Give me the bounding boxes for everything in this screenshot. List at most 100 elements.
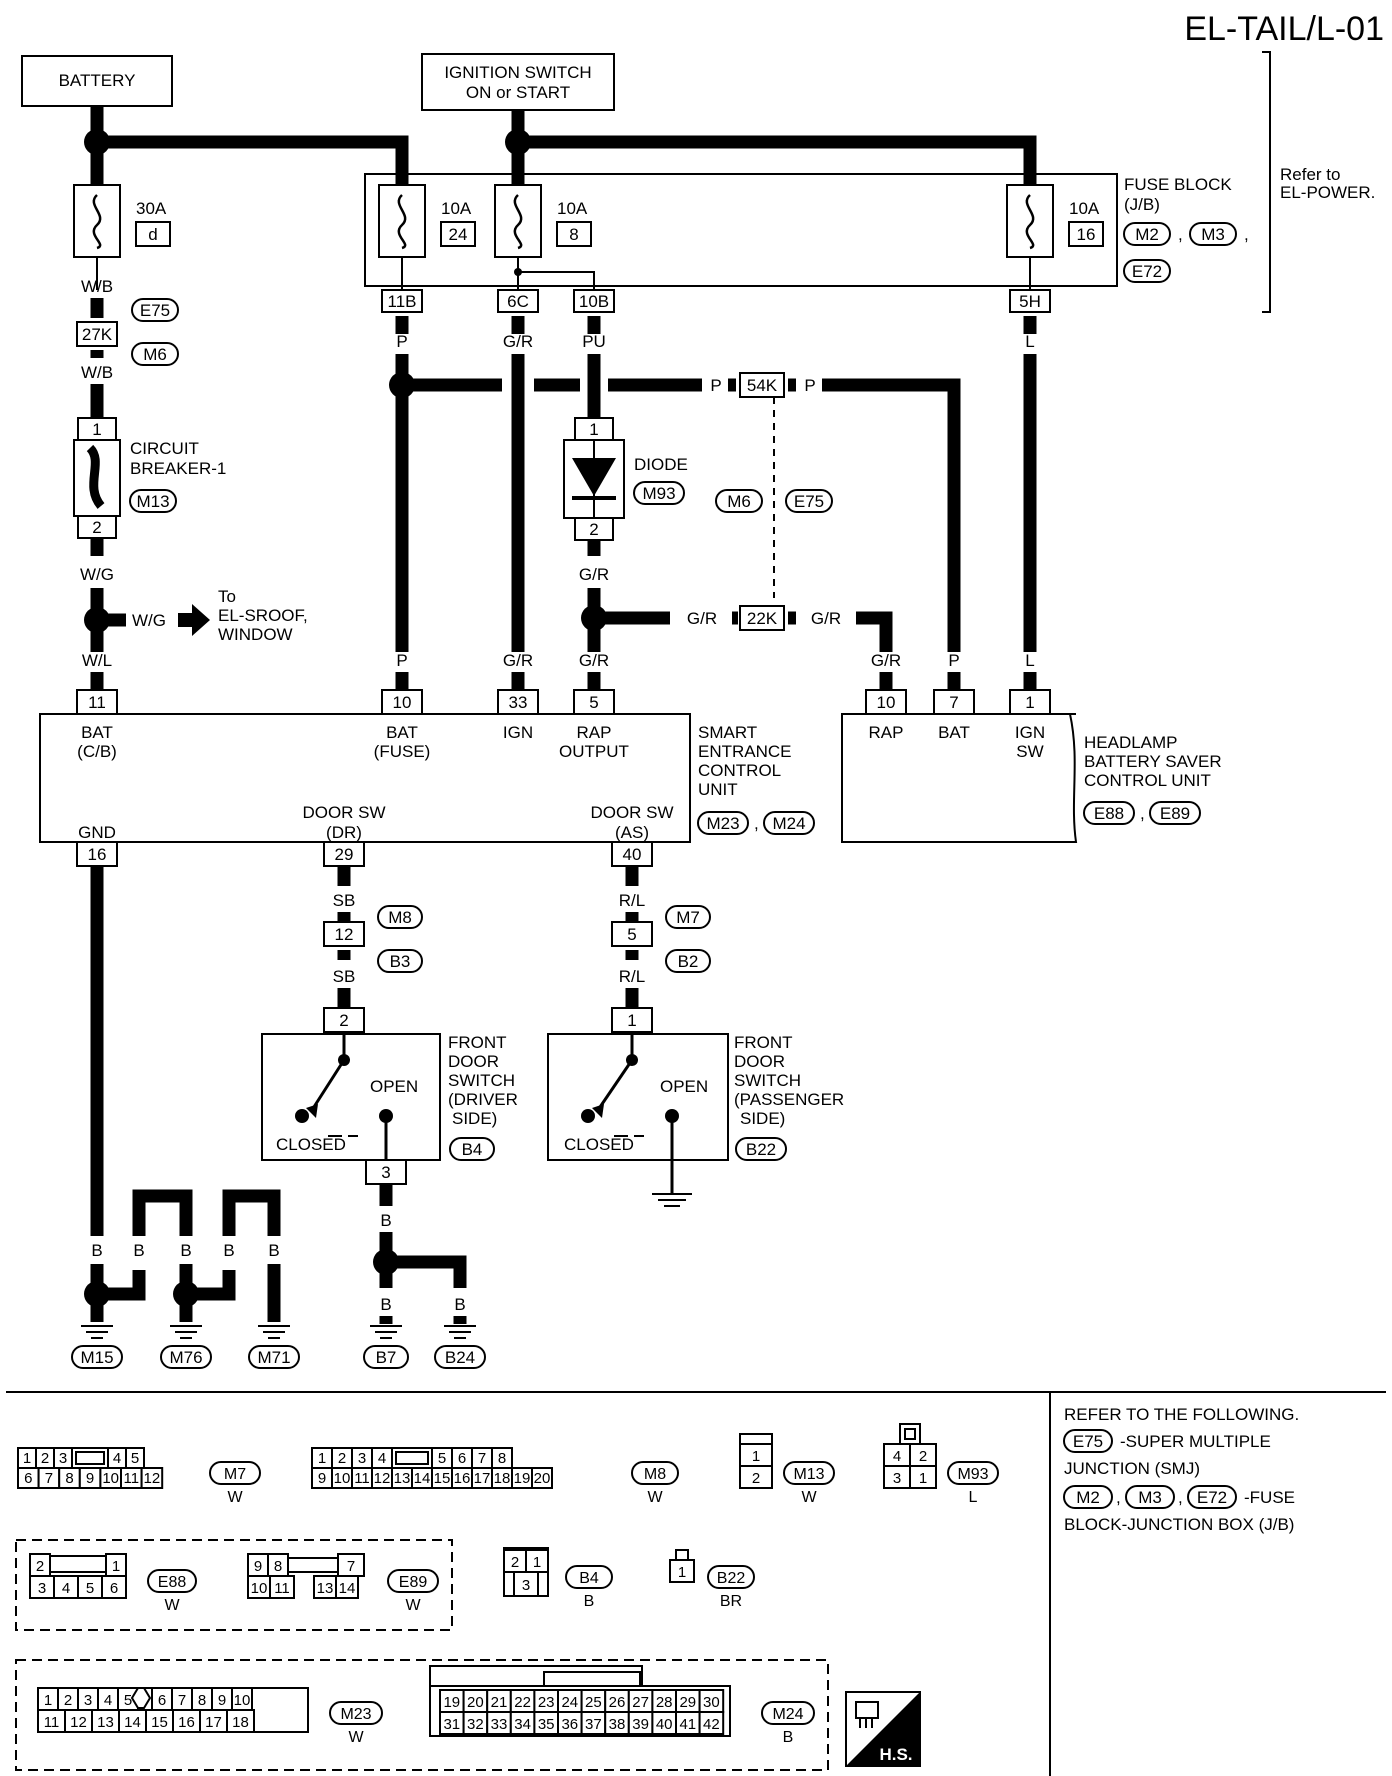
notes-line-4: -FUSE xyxy=(1244,1488,1295,1507)
m24-view-badge xyxy=(761,1701,815,1725)
page-title: EL-TAIL/L-01 xyxy=(1184,10,1384,48)
conn-badge-m3 xyxy=(1189,222,1237,246)
e89-pin-14: 14 xyxy=(339,1580,356,1597)
conn-badge-m13 xyxy=(129,489,177,513)
branch-to-1: To xyxy=(218,587,236,606)
e88-view-badge xyxy=(147,1569,197,1593)
e89-view-badge xyxy=(387,1569,439,1593)
hl-sep: , xyxy=(1140,804,1145,823)
ground-b7 xyxy=(363,1345,409,1369)
pin-12: 12 xyxy=(335,925,354,944)
e89-view-color: W xyxy=(405,1597,421,1614)
wire-b-5: B xyxy=(268,1241,279,1260)
m7-row1-key-3 xyxy=(75,1451,105,1465)
m24-pin-27: 27 xyxy=(632,1694,649,1711)
b4-view-color: B xyxy=(584,1593,595,1610)
conn-badge-m8 xyxy=(377,905,423,929)
e88-pin-1: 1 xyxy=(112,1558,120,1575)
e89-pin-10: 10 xyxy=(251,1580,268,1597)
m8-pin-4: 4 xyxy=(378,1450,386,1467)
wire-wb-1: W/B xyxy=(81,277,113,296)
m24-pin-25: 25 xyxy=(585,1694,602,1711)
conn-badge-m93 xyxy=(633,481,685,505)
m23-pin-11: 11 xyxy=(44,1714,60,1731)
conn-badge-e89 xyxy=(1149,801,1201,825)
e89-pin-11: 11 xyxy=(274,1580,290,1597)
ground-b24 xyxy=(434,1345,486,1369)
hl-ign-2: SW xyxy=(1016,742,1043,761)
door-switch-driver: 2 OPEN CLOSED FRONT DOOR SWITCH (DRIVER … xyxy=(261,1007,518,1185)
hl-name-3: CONTROL UNIT xyxy=(1084,771,1211,790)
m23-pin-16: 16 xyxy=(178,1714,195,1731)
wire-p-hl: P xyxy=(948,651,959,670)
dsw-as-pin-1: 1 xyxy=(627,1011,636,1030)
dsw-dr-pin-3: 3 xyxy=(381,1163,390,1182)
dsw-dr-name-4: (DRIVER xyxy=(448,1090,518,1109)
dsw-dr-name-2: DOOR xyxy=(448,1052,499,1071)
m13-view-color: W xyxy=(801,1489,817,1506)
seu-pin-5: 5 xyxy=(589,693,598,712)
m8-pin-16: 16 xyxy=(454,1470,471,1487)
e89-view-id: E89 xyxy=(399,1574,428,1591)
m8-pin-15: 15 xyxy=(434,1470,451,1487)
m8-pin-8: 8 xyxy=(498,1450,506,1467)
m7-pin-11: 11 xyxy=(124,1470,140,1487)
pin-27k: 27K xyxy=(82,325,113,344)
notes-badge-m3 xyxy=(1125,1485,1175,1509)
dsw-dr-name-1: FRONT xyxy=(448,1033,507,1052)
notes-badge-m2 xyxy=(1063,1485,1113,1509)
seu-rap-2: OUTPUT xyxy=(559,742,629,761)
e88-pin-3: 3 xyxy=(38,1580,46,1597)
seu-pin-33: 33 xyxy=(509,693,528,712)
m24-pin-20: 20 xyxy=(467,1694,484,1711)
wire-wg-1: W/G xyxy=(80,565,114,584)
m24-pin-21: 21 xyxy=(491,1694,508,1711)
conn-badge-m7 xyxy=(665,905,711,929)
conn-badge-m23 xyxy=(697,811,749,835)
m7-pin-1: 1 xyxy=(23,1450,31,1467)
seu-bat-cb-2: (C/B) xyxy=(77,742,117,761)
headlamp-saver-unit: 10 7 1 RAP BAT IGN SW HEADLAMP BATTERY S… xyxy=(841,689,1222,843)
wire-wl: W/L xyxy=(82,651,112,670)
wire-rl-2: R/L xyxy=(619,967,645,986)
notes-m2: M2 xyxy=(1076,1488,1100,1507)
m8-pin-7: 7 xyxy=(478,1450,486,1467)
m7-pin-10: 10 xyxy=(102,1470,119,1487)
cb-pin-2: 2 xyxy=(92,518,101,537)
ground-m71-label: M71 xyxy=(257,1348,290,1367)
e89-row2-cell-1 xyxy=(269,1575,295,1599)
m24-pin-19: 19 xyxy=(443,1694,460,1711)
fuse-10a-24: 10A 24 xyxy=(378,184,476,258)
ground-b24-label: B24 xyxy=(445,1348,475,1367)
m13-view-badge xyxy=(783,1461,835,1485)
seu-name-1: SMART xyxy=(698,723,757,742)
m23-pin-8: 8 xyxy=(198,1692,206,1709)
m23-view-badge xyxy=(329,1701,383,1725)
seu-door-dr-1: DOOR SW xyxy=(302,803,385,822)
m8-row1-key-4 xyxy=(395,1451,429,1465)
m7-pin-8: 8 xyxy=(65,1470,73,1487)
m24-pin-33: 33 xyxy=(491,1716,508,1733)
m24-view-id: M24 xyxy=(772,1706,803,1723)
m13-pin-2: 2 xyxy=(752,1470,760,1487)
dsw-dr-open: OPEN xyxy=(370,1077,418,1096)
m23-pin-7: 7 xyxy=(178,1692,186,1709)
conn-e89-label: E89 xyxy=(1160,804,1190,823)
pin-22k: 22K xyxy=(747,609,778,628)
wire-sb-2: SB xyxy=(333,967,356,986)
m13-cell-1 xyxy=(739,1465,773,1489)
m8-pin-2: 2 xyxy=(338,1450,346,1467)
m8-view-badge xyxy=(631,1461,679,1485)
wire-gr-bot1: G/R xyxy=(503,651,533,670)
m8-pin-9: 9 xyxy=(318,1470,326,1487)
ground-m15-label: M15 xyxy=(80,1348,113,1367)
notes-m3: M3 xyxy=(1138,1488,1162,1507)
wire-b-4: B xyxy=(223,1241,234,1260)
splice-ignition xyxy=(505,129,531,155)
jb-pin-10b: 10B xyxy=(579,292,609,311)
m23-pin-3: 3 xyxy=(84,1692,92,1709)
m24-pin-31: 31 xyxy=(443,1716,460,1733)
b4-pin-2: 2 xyxy=(511,1554,519,1571)
m93-view-id: M93 xyxy=(957,1466,988,1483)
splice-gnd-1 xyxy=(84,1281,110,1307)
